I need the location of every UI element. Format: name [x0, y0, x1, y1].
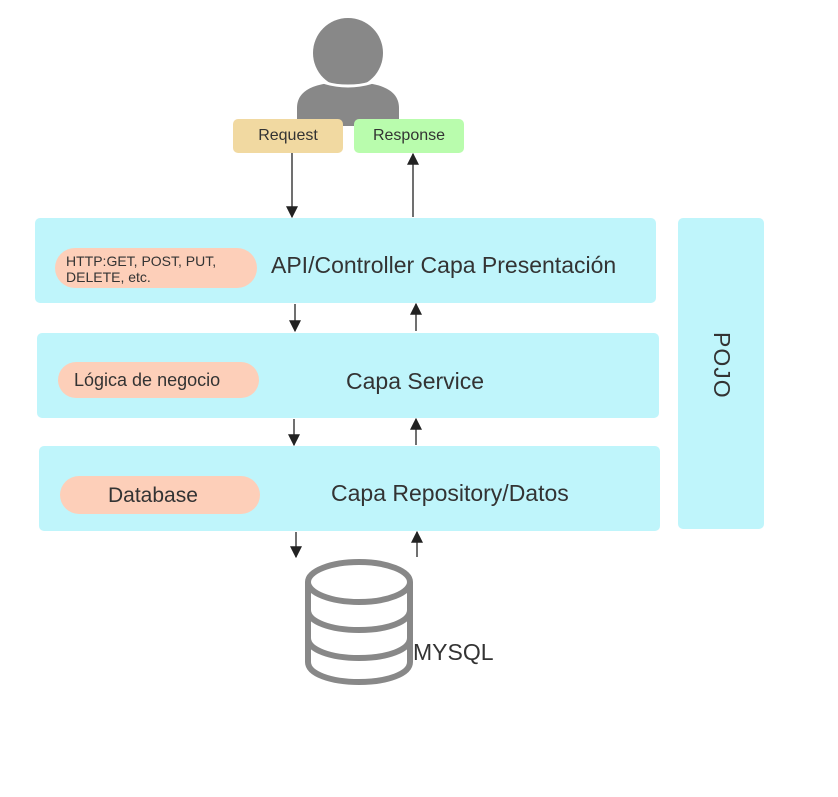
user-icon — [297, 17, 399, 126]
database-pill-label: Database — [108, 484, 198, 507]
request-tag: Request — [233, 119, 343, 153]
database-pill: Database — [60, 476, 260, 514]
repository-layer: Database Capa Repository/Datos — [39, 446, 660, 531]
response-tag: Response — [354, 119, 464, 153]
service-layer-title: Capa Service — [346, 368, 485, 394]
presentation-layer: HTTP:GET, POST, PUT, DELETE, etc. API/Co… — [35, 218, 656, 303]
http-methods-line-1: HTTP:GET, POST, PUT, — [66, 253, 217, 269]
business-logic-label: Lógica de negocio — [74, 370, 221, 390]
response-label: Response — [372, 127, 446, 144]
presentation-layer-title: API/Controller Capa Presentación — [271, 252, 617, 278]
database-icon — [305, 559, 413, 686]
http-methods-pill: HTTP:GET, POST, PUT, DELETE, etc. — [55, 248, 257, 288]
business-logic-pill: Lógica de negocio — [58, 362, 259, 398]
http-methods-line-2: DELETE, etc. — [66, 269, 151, 286]
mysql-label: MYSQL — [413, 639, 494, 665]
request-label: Request — [258, 127, 318, 144]
repository-layer-title: Capa Repository/Datos — [331, 480, 569, 506]
pojo-box — [678, 218, 764, 529]
service-layer: Lógica de negocio Capa Service — [37, 333, 659, 418]
